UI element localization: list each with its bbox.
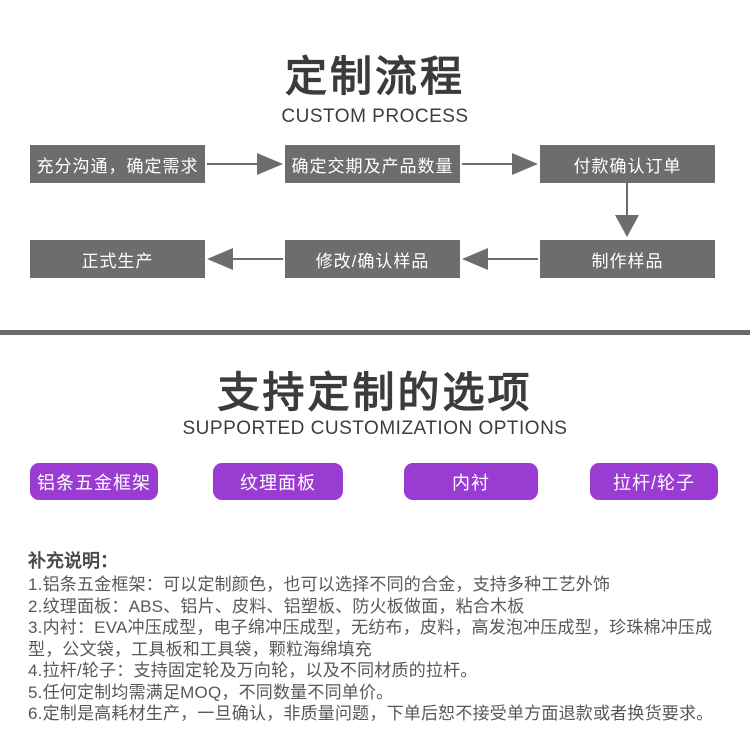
option-button-lining[interactable]: 内衬 xyxy=(404,463,538,500)
arrow-left-icon xyxy=(462,248,488,270)
note-item: 1.铝条五金框架：可以定制颜色，也可以选择不同的合金，支持多种工艺外饰 xyxy=(28,575,611,594)
arrow-left-icon xyxy=(207,248,233,270)
section-divider xyxy=(0,330,750,335)
arrow-right-icon xyxy=(257,153,283,175)
arrow-left-line xyxy=(231,258,283,260)
arrow-down-icon xyxy=(615,215,639,237)
flow-step-make-sample: 制作样品 xyxy=(540,240,715,278)
option-button-aluminum-frame[interactable]: 铝条五金框架 xyxy=(30,463,158,500)
option-button-texture-panel[interactable]: 纹理面板 xyxy=(213,463,343,500)
flow-step-formal-production: 正式生产 xyxy=(30,240,205,278)
flow-step-payment-confirm-order: 付款确认订单 xyxy=(540,145,715,183)
flow-step-confirm-delivery-quantity: 确定交期及产品数量 xyxy=(285,145,460,183)
arrow-left-line xyxy=(486,258,538,260)
flow-step-modify-confirm-sample: 修改/确认样品 xyxy=(285,240,460,278)
arrow-right-icon xyxy=(512,153,538,175)
notes-heading: 补充说明： xyxy=(28,551,118,571)
process-section-title: 定制流程 xyxy=(284,53,465,100)
flow-step-communicate: 充分沟通，确定需求 xyxy=(30,145,205,183)
note-item: 5.任何定制均需满足MOQ，不同数量不同单价。 xyxy=(28,682,394,702)
note-item: 2.纹理面板：ABS、铝片、皮料、铝塑板、防火板做面，粘合木板 xyxy=(28,596,525,616)
note-item: 4.拉杆/轮子：支持固定轮及万向轮，以及不同材质的拉杆。 xyxy=(28,661,478,680)
arrow-right-line xyxy=(462,163,514,165)
supplementary-notes: 补充说明： 1.铝条五金框架：可以定制颜色，也可以选择不同的合金，支持多种工艺外… xyxy=(28,550,724,725)
process-section-subtitle: CUSTOM PROCESS xyxy=(281,106,469,127)
note-item: 3.内衬：EVA冲压成型，电子绵冲压成型，无纺布，皮料，高发泡冲压成型，珍珠棉冲… xyxy=(28,618,713,659)
note-item: 6.定制是高耗材生产，一旦确认，非质量问题，下单后恕不接受单方面退款或者换货要求… xyxy=(28,704,714,723)
arrow-right-line xyxy=(207,163,259,165)
options-section-title: 支持定制的选项 xyxy=(217,369,533,416)
options-section-subtitle: SUPPORTED CUSTOMIZATION OPTIONS xyxy=(182,418,568,439)
option-button-trolley-wheels[interactable]: 拉杆/轮子 xyxy=(590,463,718,500)
arrow-down-line xyxy=(626,183,628,216)
